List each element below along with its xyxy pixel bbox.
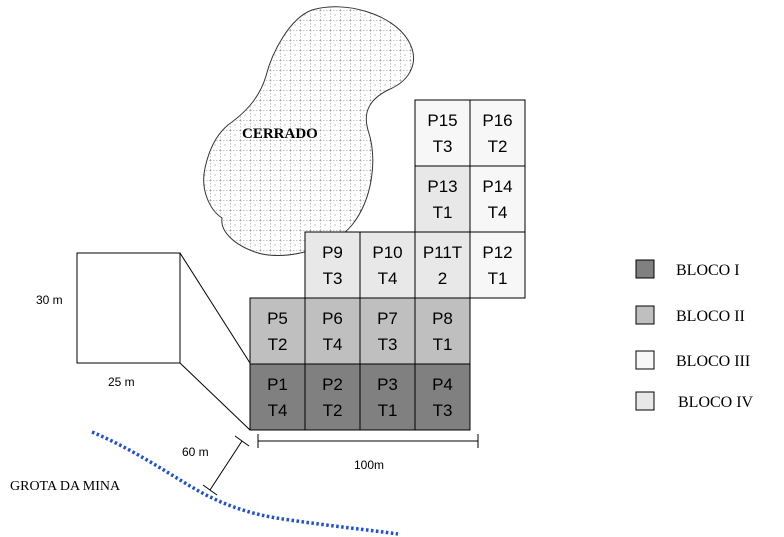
plot-id: P16 — [482, 111, 512, 130]
distance-marker: 60 m — [182, 435, 250, 496]
stream-line — [91, 430, 399, 536]
legend-item: BLOCO II — [635, 305, 745, 325]
plot-treatment: T1 — [488, 269, 508, 288]
plot-cell — [469, 99, 526, 167]
plot-id: P14 — [482, 177, 512, 196]
plot-id: P12 — [482, 243, 512, 262]
distance-tick-bottom — [202, 484, 218, 496]
plot-cell — [304, 297, 361, 365]
plot-treatment: T2 — [488, 137, 508, 156]
plot-grid: P1T4P2T2P3T1P4T3P5T2P6T4P7T3P8T1P9T3P10T… — [249, 99, 526, 431]
plot-id: P4 — [432, 375, 453, 394]
plot-id: P9 — [322, 243, 343, 262]
legend: BLOCO I BLOCO II BLOCO III BLOCO IV — [635, 259, 754, 411]
plot-detail-box — [76, 252, 181, 364]
stream-label: GROTA DA MINA — [10, 479, 121, 494]
plot-id: P2 — [322, 375, 343, 394]
plot-cell — [414, 165, 471, 233]
legend-label: BLOCO III — [676, 353, 750, 370]
legend-label: BLOCO II — [676, 308, 745, 325]
legend-label: BLOCO IV — [678, 394, 754, 411]
cerrado-area: CERRADO — [203, 6, 414, 256]
legend-swatch — [635, 305, 655, 325]
plot-treatment: T2 — [323, 401, 343, 420]
cerrado-shape — [203, 6, 414, 256]
plot-cell — [414, 231, 471, 299]
plot-cell — [414, 99, 471, 167]
plot-treatment: T1 — [378, 401, 398, 420]
legend-label: BLOCO I — [676, 262, 740, 279]
plot-cell — [359, 231, 416, 299]
plot-cell — [414, 297, 471, 365]
plot-id: P10 — [372, 243, 402, 262]
plot-id: P3 — [377, 375, 398, 394]
legend-swatch — [635, 259, 655, 279]
cerrado-label: CERRADO — [242, 126, 318, 142]
plot-id: P11T — [423, 243, 462, 262]
plot-treatment: 2 — [438, 269, 447, 288]
plot-id: P7 — [377, 309, 398, 328]
plot-treatment: T3 — [378, 335, 398, 354]
plot-treatment: T3 — [433, 137, 453, 156]
legend-item: BLOCO III — [635, 350, 750, 370]
plot-treatment: T3 — [323, 269, 343, 288]
plot-treatment: T2 — [268, 335, 288, 354]
plot-cell — [469, 165, 526, 233]
plot-id: P15 — [427, 111, 457, 130]
plot-cell — [249, 297, 306, 365]
plot-cell — [469, 231, 526, 299]
plot-cell — [304, 363, 361, 431]
length-label: 100m — [354, 458, 384, 472]
height-dimension: 30 m — [36, 293, 63, 307]
plot-cell — [359, 363, 416, 431]
plot-cell — [304, 231, 361, 299]
plot-id: P6 — [322, 309, 343, 328]
distance-line — [209, 440, 243, 491]
width-dimension: 25 m — [108, 375, 135, 389]
plot-treatment: T3 — [433, 401, 453, 420]
plot-id: P8 — [432, 309, 453, 328]
plot-cell — [414, 363, 471, 431]
plot-treatment: T1 — [433, 335, 453, 354]
legend-item: BLOCO I — [635, 259, 740, 279]
plot-p11t: P11T 2 — [414, 231, 471, 299]
distance-tick-top — [234, 435, 250, 447]
plot-cell — [359, 297, 416, 365]
stream: GROTA DA MINA — [10, 430, 399, 536]
plot-treatment: T4 — [378, 269, 398, 288]
plot-treatment: T1 — [433, 203, 453, 222]
plot-treatment: T4 — [488, 203, 508, 222]
detail-connector-top — [179, 252, 251, 364]
plot-id: P5 — [267, 309, 288, 328]
plot-detail: 30 m 25 m — [36, 252, 251, 431]
legend-swatch — [635, 350, 655, 370]
plot-id: P13 — [427, 177, 457, 196]
legend-swatch — [635, 391, 655, 411]
total-length-dimension: 100m — [257, 434, 479, 472]
plot-treatment: T4 — [323, 335, 343, 354]
detail-connector-bottom — [179, 362, 251, 431]
plot-id: P1 — [267, 375, 288, 394]
plot-treatment: T4 — [268, 401, 288, 420]
distance-label: 60 m — [182, 445, 209, 459]
legend-item: BLOCO IV — [635, 391, 754, 411]
plot-cell — [249, 363, 306, 431]
